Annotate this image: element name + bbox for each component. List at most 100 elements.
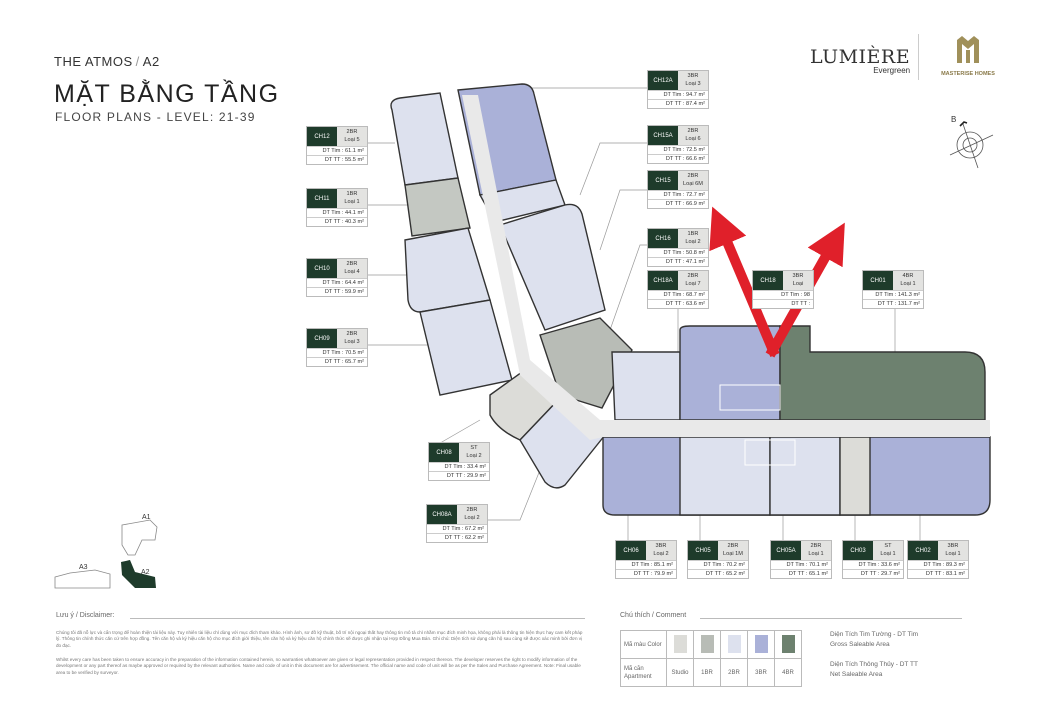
masterise-wordmark: MASTERISE HOMES: [941, 71, 995, 77]
unit-code: CH15: [648, 171, 678, 190]
unit-dt-tt: DT TT : 55.5 m²: [307, 155, 367, 164]
unit-dt-tt: DT TT : 63.6 m²: [648, 299, 708, 308]
unit-type: 2BR: [346, 129, 358, 135]
unit-loai: Loại 4: [344, 269, 360, 275]
unit-type: 2BR: [346, 331, 358, 337]
unit-dt-tt: DT TT :: [753, 299, 813, 308]
apartment-row-label: Mã căn Apartment: [620, 658, 667, 687]
unit-dt-tim: DT Tim : 70.1 m²: [771, 560, 831, 569]
unit-code: CH18: [753, 271, 783, 290]
unit-loai: Loại: [792, 281, 804, 287]
lumiere-logo: LUMIÈRE Evergreen: [810, 46, 910, 75]
unit-loai: Loại 1: [945, 551, 961, 557]
unit-blocks: [390, 83, 991, 516]
swatch-2br: [727, 634, 741, 653]
unit-type: 3BR: [655, 543, 667, 549]
unit-loai: Loại 5: [344, 137, 360, 143]
disclaimer-english: Whilst every care has been taken to ensu…: [56, 657, 581, 675]
unit-dt-tt: DT TT : 47.1 m²: [648, 257, 708, 266]
unit-dt-tim: DT Tim : 33.6 m²: [843, 560, 903, 569]
elevator-core: [719, 384, 796, 466]
unit-dt-tim: DT Tim : 85.1 m²: [616, 560, 676, 569]
page-title: MẶT BẰNG TẦNG: [54, 80, 280, 108]
unit-code: CH12A: [648, 71, 678, 90]
logo-divider: [918, 34, 919, 80]
unit-dt-tim: DT Tim : 141.3 m²: [863, 290, 923, 299]
type-2br: 2BR: [720, 658, 748, 687]
unit-code: CH08A: [427, 505, 457, 524]
masterise-emblem-icon: [957, 36, 979, 63]
swatch-studio: [673, 634, 687, 653]
unit-type: 2BR: [810, 543, 822, 549]
unit-type: 1BR: [687, 231, 699, 237]
unit-ch03: [839, 436, 871, 516]
unit-code: CH12: [307, 127, 337, 146]
lumiere-wordmark: LUMIÈRE: [810, 46, 911, 68]
unit-loai: Loại 1: [808, 551, 824, 557]
unit-code: CH16: [648, 229, 678, 248]
unit-loai: Loại 2: [653, 551, 669, 557]
unit-code: CH18A: [648, 271, 678, 290]
net-label-en: Net Saleable Area: [830, 671, 883, 678]
type-studio: Studio: [666, 658, 694, 687]
red-arrow-left: [709, 206, 780, 357]
unit-dt-tt: DT TT : 65.2 m²: [688, 569, 748, 578]
unit-dt-tim: DT Tim : 72.7 m²: [648, 190, 708, 199]
unit-dt-tim: DT Tim : 70.5 m²: [307, 348, 367, 357]
unit-loai: Loại 2: [685, 239, 701, 245]
key-block-a3: [54, 569, 111, 589]
unit-ch10: [404, 227, 491, 313]
unit-code: CH15A: [648, 126, 678, 145]
unit-code: CH11: [307, 189, 337, 208]
unit-code: CH05A: [771, 541, 801, 560]
unit-dt-tt: DT TT : 66.9 m²: [648, 199, 708, 208]
disclaimer-vietnamese: Chúng tôi đã nỗ lực và cẩn trọng để hoàn…: [56, 630, 583, 648]
unit-dt-tim: DT Tim : 64.4 m²: [307, 278, 367, 287]
unit-type: 2BR: [346, 261, 358, 267]
key-label-a1: A1: [142, 514, 151, 521]
unit-dt-tim: DT Tim : 33.4 m²: [429, 462, 489, 471]
unit-loai: Loại 6M: [683, 181, 703, 187]
gross-label-en: Gross Saleable Area: [830, 641, 890, 648]
color-legend: Mã màu Color Mã căn Apartment Studio 1BR…: [620, 630, 802, 687]
unit-dt-tim: DT Tim : 72.5 m²: [648, 145, 708, 154]
unit-card-ch12: CH12 2BR Loại 5 DT Tim : 61.1 m² DT TT : 5…: [306, 126, 368, 165]
unit-ch09: [419, 299, 513, 396]
unit-loai: Loại 3: [344, 339, 360, 345]
comment-rule: [700, 618, 962, 619]
unit-type: 4BR: [902, 273, 914, 279]
unit-dt-tim: DT Tim : 94.7 m²: [648, 90, 708, 99]
key-block-a2: [121, 560, 156, 588]
type-3br: 3BR: [747, 658, 775, 687]
unit-loai: Loại 7: [685, 281, 701, 287]
unit-loai: Loại 1: [880, 551, 896, 557]
type-1br: 1BR: [693, 658, 721, 687]
project-label: THE ATMOS: [54, 54, 133, 69]
masterise-logo: MASTERISE HOMES: [933, 34, 1003, 77]
unit-code: CH10: [307, 259, 337, 278]
swatch-4br: [781, 634, 795, 653]
unit-dt-tt: DT TT : 40.3 m²: [307, 217, 367, 226]
unit-dt-tt: DT TT : 66.6 m²: [648, 154, 708, 163]
unit-dt-tim: DT Tim : 61.1 m²: [307, 146, 367, 155]
unit-loai: Loại 1: [900, 281, 916, 287]
key-label-a2: A2: [141, 569, 150, 576]
key-label-a3: A3: [79, 564, 88, 571]
unit-type: 3BR: [792, 273, 804, 279]
unit-dt-tim: DT Tim : 68.7 m²: [648, 290, 708, 299]
unit-ch16: [611, 351, 681, 421]
unit-ch05: [679, 436, 771, 516]
